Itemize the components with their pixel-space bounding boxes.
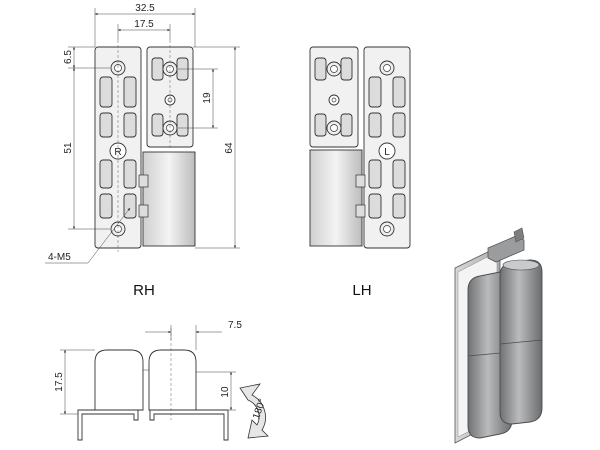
dim-hole-span: 51	[63, 142, 74, 154]
rh-view: R 32.5 17.5 6.5 51 19 64	[45, 3, 240, 299]
rotation-arrow-icon	[239, 383, 269, 439]
side-knuckle-right	[148, 349, 197, 411]
side-view: 7.5 17.5 10 180°	[54, 320, 269, 441]
dim-top-offset: 6.5	[63, 50, 74, 64]
dim-hole-spacing: 19	[202, 92, 213, 104]
dim-threads: 4-M5	[48, 252, 71, 263]
dim-side-height: 17.5	[54, 372, 65, 392]
dim-overall-width: 32.5	[135, 3, 155, 14]
dim-overall-height: 64	[224, 142, 235, 154]
rh-barrel	[142, 151, 196, 247]
dim-side-offset: 7.5	[228, 320, 242, 331]
side-knuckle-left	[94, 349, 144, 411]
hinge-3d-render	[454, 227, 543, 444]
lh-view: L LH	[309, 46, 411, 299]
lh-label: LH	[352, 282, 371, 299]
lh-marker-circle	[378, 142, 396, 160]
dim-inner-width: 17.5	[134, 19, 154, 30]
lh-marker-label: L	[384, 147, 390, 158]
lh-barrel	[309, 149, 363, 247]
rh-label: RH	[133, 282, 155, 299]
dim-side-knuckle: 10	[220, 386, 231, 398]
